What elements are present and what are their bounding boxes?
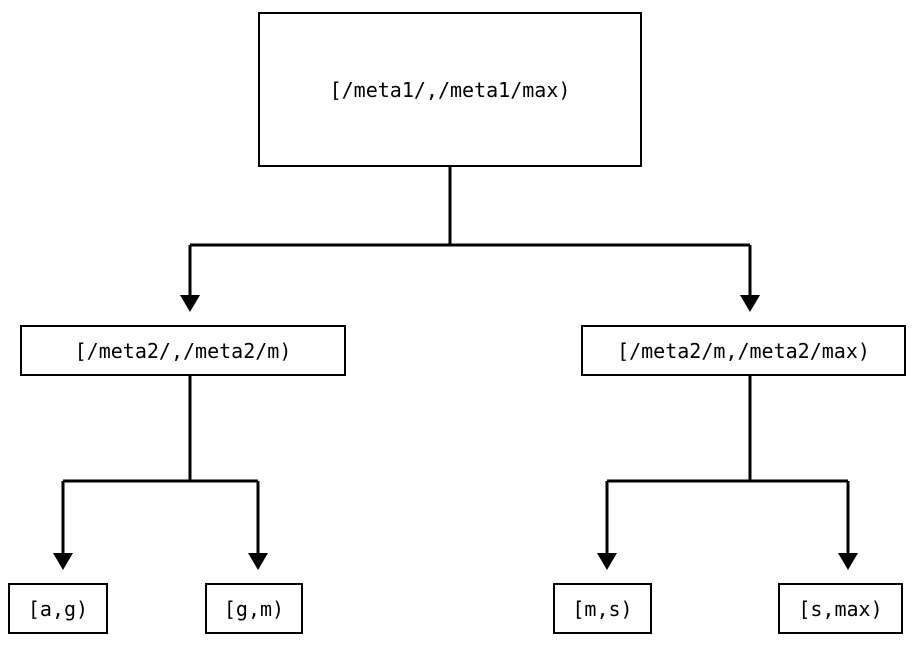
tree-leaf-node-2[interactable]: [g,m): [205, 583, 303, 634]
tree-leaf-node-4[interactable]: [s,max): [778, 583, 903, 634]
tree-node-level2-right[interactable]: [/meta2/m,/meta2/max): [581, 325, 906, 376]
tree-leaf-node-4-label: [s,max): [798, 596, 883, 621]
arrowhead-l2-left-to-ag: [53, 553, 73, 570]
tree-leaf-node-2-label: [g,m): [223, 596, 285, 621]
arrowhead-l2-right-to-ms: [597, 553, 617, 570]
tree-node-level2-left-label: [/meta2/,/meta2/m): [74, 338, 292, 363]
arrowhead-l2-left-to-gm: [248, 553, 268, 570]
tree-node-root-label: [/meta1/,/meta1/max): [329, 77, 571, 102]
tree-leaf-node-3[interactable]: [m,s): [553, 583, 652, 634]
tree-node-level2-right-label: [/meta2/m,/meta2/max): [617, 338, 870, 363]
tree-leaf-node-1-label: [a,g): [27, 596, 89, 621]
arrowhead-root-to-l2-left: [180, 295, 200, 312]
tree-leaf-node-1[interactable]: [a,g): [8, 583, 108, 634]
tree-node-level2-left[interactable]: [/meta2/,/meta2/m): [20, 325, 346, 376]
tree-leaf-node-3-label: [m,s): [572, 596, 633, 621]
arrowhead-root-to-l2-right: [740, 295, 760, 312]
arrowhead-l2-right-to-smax: [838, 553, 858, 570]
tree-node-root[interactable]: [/meta1/,/meta1/max): [258, 12, 642, 167]
